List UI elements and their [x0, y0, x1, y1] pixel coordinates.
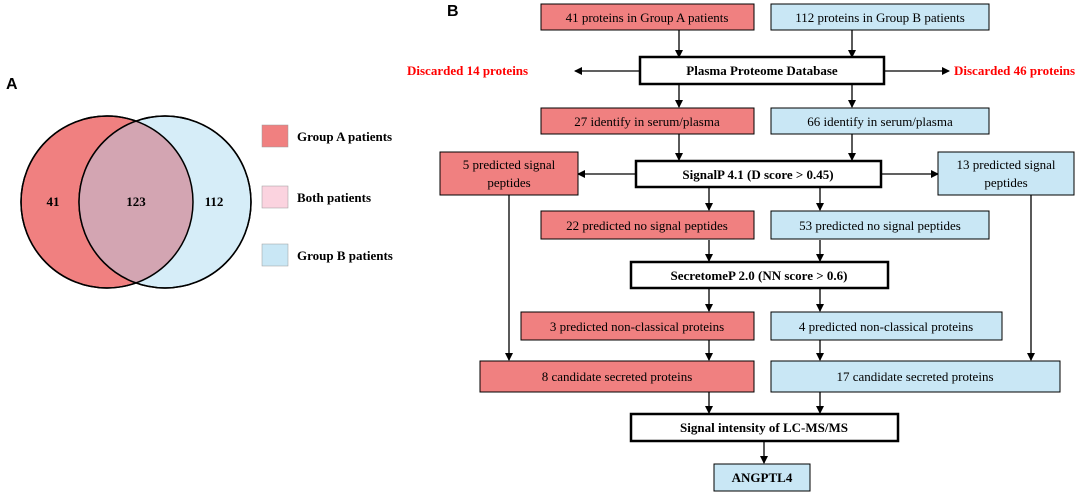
- box-group-a-serum: [540, 107, 755, 135]
- box-group-a-signal-peptides-line2: peptides: [487, 175, 530, 190]
- venn-overlap: [79, 116, 193, 288]
- box-secretomep: [629, 260, 890, 290]
- discarded-right-label: Discarded 46 proteins: [954, 63, 1075, 78]
- venn-count-group-a-only: 41: [47, 194, 60, 209]
- box-group-b-nonclassical-label: 4 predicted non-classical proteins: [799, 319, 973, 334]
- panel-a-letter: A: [6, 76, 18, 93]
- discarded-left-label: Discarded 14 proteins: [407, 63, 528, 78]
- box-group-b-candidates: [770, 360, 1061, 393]
- box-group-b-total: [770, 3, 990, 31]
- box-group-b-nonclassical: [770, 311, 1003, 341]
- box-group-a-signal-peptides: [439, 151, 579, 196]
- legend-label-group-b: Group B patients: [297, 248, 393, 263]
- box-secretomep-label: SecretomeP 2.0 (NN score > 0.6): [671, 268, 848, 283]
- box-group-b-signal-peptides-line1: 13 predicted signal: [957, 157, 1056, 172]
- box-group-a-total: [540, 3, 755, 31]
- box-lcms-label: Signal intensity of LC-MS/MS: [680, 420, 848, 435]
- box-angptl4-label: ANGPTL4: [732, 470, 793, 485]
- box-group-a-total-label: 41 proteins in Group A patients: [566, 10, 729, 25]
- box-signalp-label: SignalP 4.1 (D score > 0.45): [682, 167, 833, 182]
- box-group-a-nonclassical-label: 3 predicted non-classical proteins: [550, 319, 724, 334]
- box-group-b-no-signal: [770, 210, 990, 240]
- box-group-a-no-signal-label: 22 predicted no signal peptides: [566, 218, 728, 233]
- legend-swatch-group-b: [261, 243, 289, 267]
- legend-swatch-group-a: [261, 124, 289, 148]
- box-plasma-proteome-database-label: Plasma Proteome Database: [686, 63, 838, 78]
- venn-count-group-b-only: 112: [205, 194, 224, 209]
- legend-label-group-a: Group A patients: [297, 129, 392, 144]
- box-group-b-serum: [770, 107, 990, 135]
- box-plasma-proteome-database: [638, 55, 886, 86]
- box-group-a-candidates-label: 8 candidate secreted proteins: [542, 369, 693, 384]
- box-group-a-candidates: [479, 360, 755, 393]
- box-group-b-signal-peptides: [937, 151, 1075, 196]
- box-group-a-nonclassical: [520, 311, 755, 341]
- venn-count-both: 123: [126, 194, 146, 209]
- venn-diagram: 41 123 112: [20, 115, 252, 289]
- box-group-a-no-signal: [540, 210, 755, 240]
- legend-label-both: Both patients: [297, 190, 371, 205]
- box-group-b-signal-peptides-line2: peptides: [984, 175, 1027, 190]
- venn-legend: Group A patients Both patients Group B p…: [261, 124, 393, 267]
- box-group-a-serum-label: 27 identify in serum/plasma: [574, 114, 720, 129]
- box-signalp: [634, 159, 883, 189]
- box-group-a-signal-peptides-line1: 5 predicted signal: [463, 157, 556, 172]
- box-group-b-total-label: 112 proteins in Group B patients: [795, 10, 965, 25]
- box-angptl4: [713, 463, 811, 492]
- box-group-b-no-signal-label: 53 predicted no signal peptides: [799, 218, 961, 233]
- box-group-b-serum-label: 66 identify in serum/plasma: [807, 114, 953, 129]
- flow-arrows: [505, 30, 1035, 464]
- box-group-b-candidates-label: 17 candidate secreted proteins: [836, 369, 993, 384]
- panel-b-letter: B: [447, 3, 459, 20]
- box-lcms: [629, 412, 900, 443]
- legend-swatch-both: [261, 185, 289, 209]
